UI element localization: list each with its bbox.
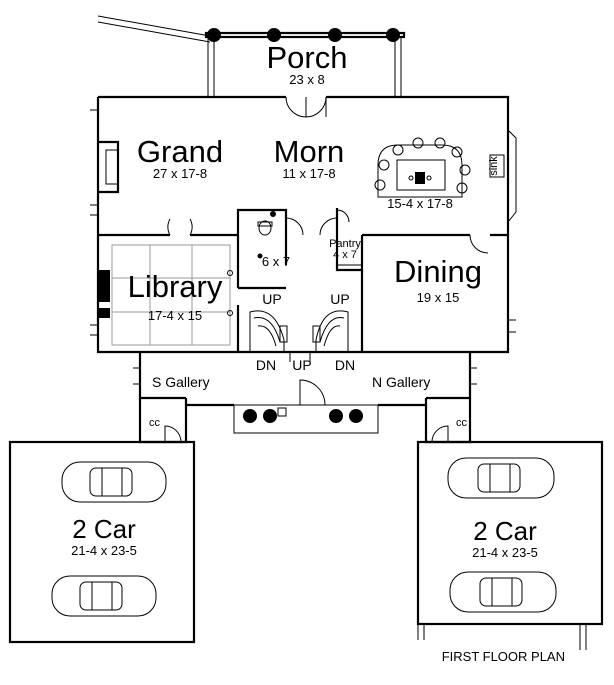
porch-size: 23 x 8: [289, 72, 324, 87]
dining-label: Dining: [394, 254, 482, 289]
entry-column: [243, 409, 257, 423]
stair-dn-left: DN: [256, 357, 276, 373]
library-label: Library: [128, 269, 223, 304]
entry-column: [263, 409, 277, 423]
car-icon: [447, 457, 555, 499]
right-garage-size: 21-4 x 23-5: [472, 545, 538, 560]
stair-dn-right: DN: [335, 357, 355, 373]
interior-walls: [98, 208, 508, 352]
plan-caption: FIRST FLOOR PLAN: [442, 649, 565, 664]
stair-up-right: UP: [330, 291, 349, 307]
house-walls: [90, 95, 517, 354]
s-gallery-label: S Gallery: [152, 374, 210, 390]
n-gallery-label: N Gallery: [372, 374, 430, 390]
right-closet-label: cc: [456, 417, 468, 429]
grand-size: 27 x 17-8: [153, 166, 207, 181]
garage-left: 2 Car 21-4 x 23-5: [8, 440, 196, 644]
porch-label: Porch: [267, 40, 348, 75]
porch-column: [328, 28, 342, 42]
stair-up-left: UP: [262, 291, 281, 307]
dining-size: 19 x 15: [417, 290, 460, 305]
stair-up-center: UP: [292, 357, 311, 373]
kitchen-size: 15-4 x 17-8: [387, 196, 453, 211]
car-icon: [61, 461, 167, 503]
bath-size: 6 x 7: [262, 254, 290, 269]
library-size: 17-4 x 15: [148, 308, 202, 323]
right-garage-label: 2 Car: [473, 516, 537, 546]
library-furniture: [98, 244, 233, 346]
porch: Porch 23 x 8: [97, 15, 406, 98]
stairs: UP UP DN UP DN: [249, 291, 355, 373]
morn-label: Morn: [274, 134, 345, 169]
garage-right: 2 Car 21-4 x 23-5: [416, 440, 604, 650]
kitchen-island: sink: [374, 137, 505, 198]
entry-column: [349, 409, 363, 423]
porch-column: [386, 28, 400, 42]
porch-column: [267, 28, 281, 42]
porch-column: [207, 28, 221, 42]
morn-size: 11 x 17-8: [282, 166, 335, 181]
left-garage-label: 2 Car: [72, 514, 136, 544]
car-icon: [51, 575, 157, 617]
left-garage-size: 21-4 x 23-5: [71, 543, 137, 558]
car-icon: [449, 571, 557, 613]
sink-label: sink: [488, 156, 500, 176]
pantry-size: 4 x 7: [333, 249, 357, 261]
left-closet-label: cc: [149, 417, 161, 429]
pantry-label: Pantry: [329, 238, 361, 250]
front-door: [285, 96, 327, 118]
entry-column: [329, 409, 343, 423]
grand-label: Grand: [137, 134, 223, 169]
